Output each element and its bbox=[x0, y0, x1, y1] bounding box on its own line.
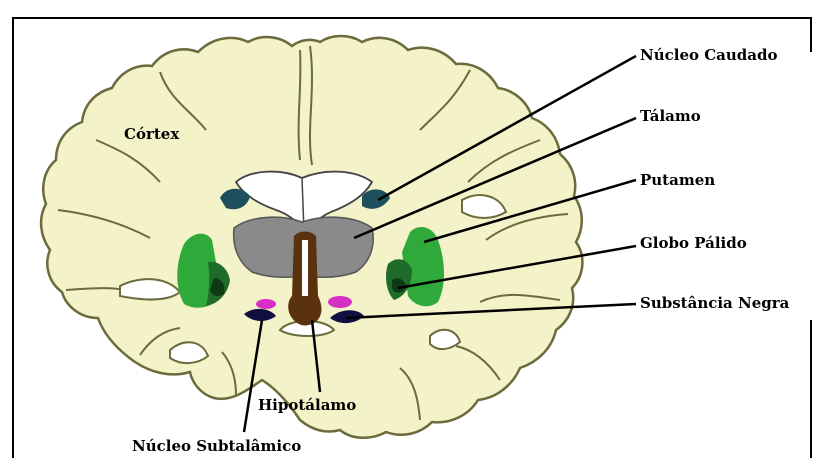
label-talamo: Tálamo bbox=[640, 109, 701, 124]
third-ventricle bbox=[302, 240, 308, 296]
substantia-nigra-right bbox=[328, 296, 352, 308]
label-putamen: Putamen bbox=[640, 173, 715, 188]
label-nucleo-subtalamico: Núcleo Subtalâmico bbox=[132, 439, 301, 454]
label-cortex: Córtex bbox=[124, 127, 179, 142]
right-lower-sulcus bbox=[430, 330, 460, 349]
label-globo-palido: Globo Pálido bbox=[640, 236, 747, 251]
label-hipotalamo: Hipotálamo bbox=[258, 398, 356, 413]
substantia-nigra-left bbox=[256, 299, 276, 309]
label-nucleo-caudado: Núcleo Caudado bbox=[640, 48, 777, 63]
label-substancia-negra: Substância Negra bbox=[640, 296, 789, 311]
